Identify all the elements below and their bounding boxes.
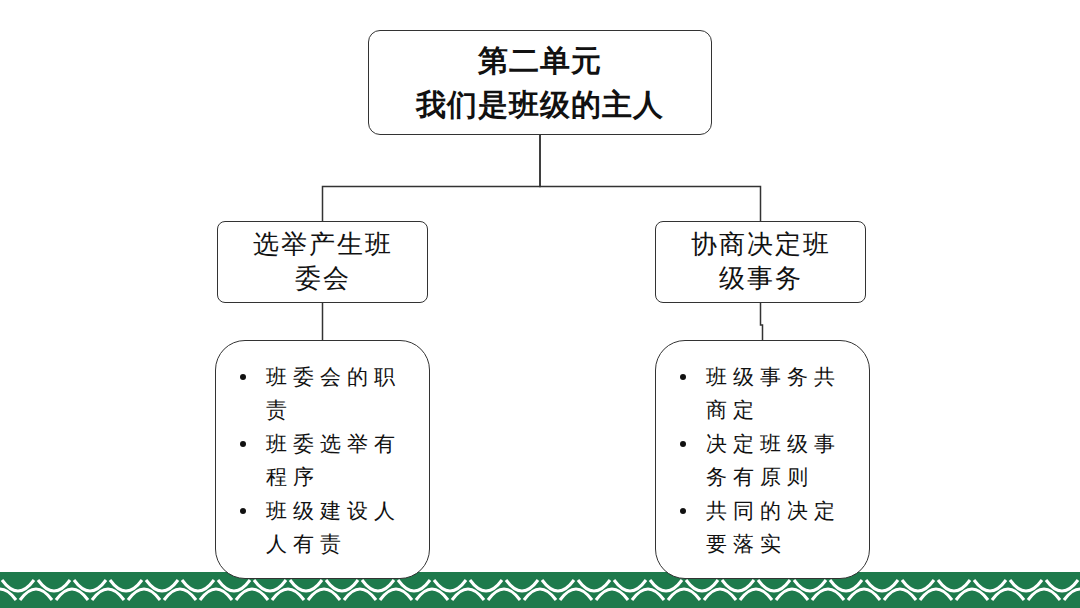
topic-box: 协商决定班级事务 — [655, 221, 866, 303]
title-line: 第二单元 — [478, 39, 602, 83]
unit-title-box: 第二单元我们是班级的主人 — [368, 30, 712, 135]
topic-box: 选举产生班委会 — [217, 221, 428, 303]
tree-connector — [322, 303, 324, 340]
topic-label: 选举产生班委会 — [247, 228, 399, 296]
tree-connector — [540, 135, 761, 221]
title-line: 我们是班级的主人 — [416, 83, 664, 127]
decorative-band — [0, 572, 1080, 608]
tree-connector — [761, 303, 763, 340]
bullet-point: 决定班级事务有原则 — [676, 428, 857, 493]
topic-label: 协商决定班级事务 — [685, 228, 837, 296]
bullet-point: 班委选举有程序 — [236, 428, 417, 493]
tree-connector — [323, 135, 541, 221]
bullet-point: 班级事务共商定 — [676, 361, 857, 426]
point-list-box: 班委会的职责班委选举有程序班级建设人人有责 — [215, 340, 430, 579]
bullet-point: 班委会的职责 — [236, 361, 417, 426]
bullet-point: 共同的决定要落实 — [676, 495, 857, 560]
bullet-point: 班级建设人人有责 — [236, 495, 417, 560]
point-list-box: 班级事务共商定决定班级事务有原则共同的决定要落实 — [655, 340, 870, 579]
